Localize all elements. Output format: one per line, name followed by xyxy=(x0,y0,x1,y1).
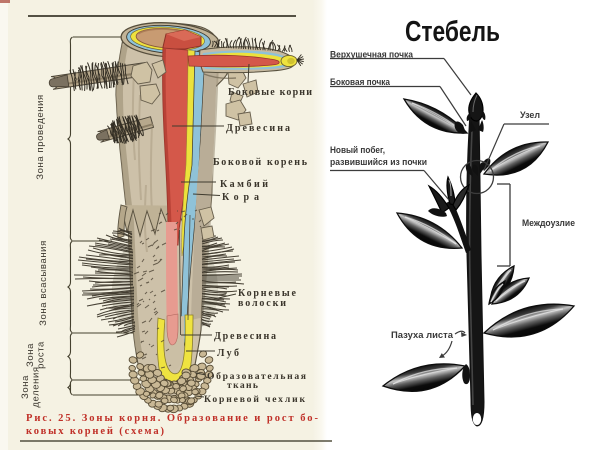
svg-text:Верхушечная почка: Верхушечная почка xyxy=(330,50,414,61)
svg-text:Пазуха листа: Пазуха листа xyxy=(391,330,454,341)
svg-text:Зона всасывания: Зона всасывания xyxy=(38,240,49,326)
svg-text:волоски: волоски xyxy=(238,298,286,309)
svg-text:Зона: Зона xyxy=(25,343,36,367)
svg-text:Новый побег,: Новый побег, xyxy=(330,145,385,156)
svg-text:деления: деления xyxy=(31,366,42,407)
svg-text:Боковая почка: Боковая почка xyxy=(330,77,391,88)
svg-text:Зона: Зона xyxy=(20,375,31,399)
svg-text:Узел: Узел xyxy=(520,110,540,121)
svg-text:Зона проведения: Зона проведения xyxy=(35,94,46,179)
svg-text:Боковые корни: Боковые корни xyxy=(228,87,312,98)
svg-text:Древесина: Древесина xyxy=(214,331,276,342)
svg-text:Рис. 25. Зоны корня. Образован: Рис. 25. Зоны корня. Образование и рост … xyxy=(26,413,319,424)
svg-text:Луб: Луб xyxy=(217,348,239,359)
svg-text:Стебель: Стебель xyxy=(405,16,500,48)
svg-text:ткань: ткань xyxy=(227,380,258,391)
svg-text:ковых корней (схема): ковых корней (схема) xyxy=(26,426,165,437)
svg-text:роста: роста xyxy=(36,341,47,369)
svg-text:Корневой чехлик: Корневой чехлик xyxy=(204,394,305,405)
svg-text:развившийся из почки: развившийся из почки xyxy=(330,157,427,168)
svg-text:Боковой корень: Боковой корень xyxy=(213,157,308,168)
svg-text:Древесина: Древесина xyxy=(226,123,290,134)
svg-text:Междоузлие: Междоузлие xyxy=(522,218,575,229)
svg-text:Образовательная: Образовательная xyxy=(207,371,306,382)
